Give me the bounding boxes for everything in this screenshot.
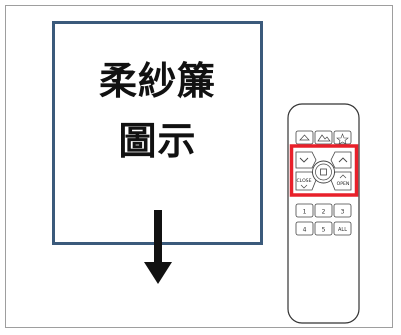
remote-open-button[interactable]: OPEN xyxy=(330,171,352,191)
remote-down-button[interactable] xyxy=(295,151,317,169)
svg-text:3: 3 xyxy=(341,209,345,216)
remote-channel-1-button[interactable]: 1 xyxy=(295,203,314,218)
svg-text:2: 2 xyxy=(322,209,326,216)
remote-open-label: OPEN xyxy=(337,181,350,187)
remote-close-button[interactable]: CLOSE xyxy=(295,171,317,191)
remote-control: CLOSE OPEN 1 2 3 4 5 ALL xyxy=(287,103,360,324)
remote-channel-4-button[interactable]: 4 xyxy=(295,221,314,236)
remote-stop-button[interactable] xyxy=(312,160,335,184)
remote-channel-5-button[interactable]: 5 xyxy=(314,221,333,236)
remote-channel-2-button[interactable]: 2 xyxy=(314,203,333,218)
svg-text:ALL: ALL xyxy=(338,227,347,233)
remote-home-button[interactable] xyxy=(295,130,314,145)
arrow-down-icon xyxy=(144,210,172,284)
highlight-box xyxy=(289,144,359,197)
svg-text:1: 1 xyxy=(303,209,307,216)
remote-channel-3-button[interactable]: 3 xyxy=(333,203,352,218)
svg-text:5: 5 xyxy=(322,227,326,234)
remote-favorite-button[interactable] xyxy=(333,130,352,145)
remote-all-button[interactable]: ALL xyxy=(333,221,352,236)
image-frame xyxy=(5,5,393,328)
shade-title-line1: 柔紗簾 xyxy=(98,59,216,103)
remote-close-label: CLOSE xyxy=(296,178,311,184)
svg-text:4: 4 xyxy=(303,227,307,234)
remote-up-button[interactable] xyxy=(330,151,352,169)
remote-scene-button[interactable] xyxy=(314,130,333,145)
shade-title-line2: 圖示 xyxy=(118,119,197,163)
